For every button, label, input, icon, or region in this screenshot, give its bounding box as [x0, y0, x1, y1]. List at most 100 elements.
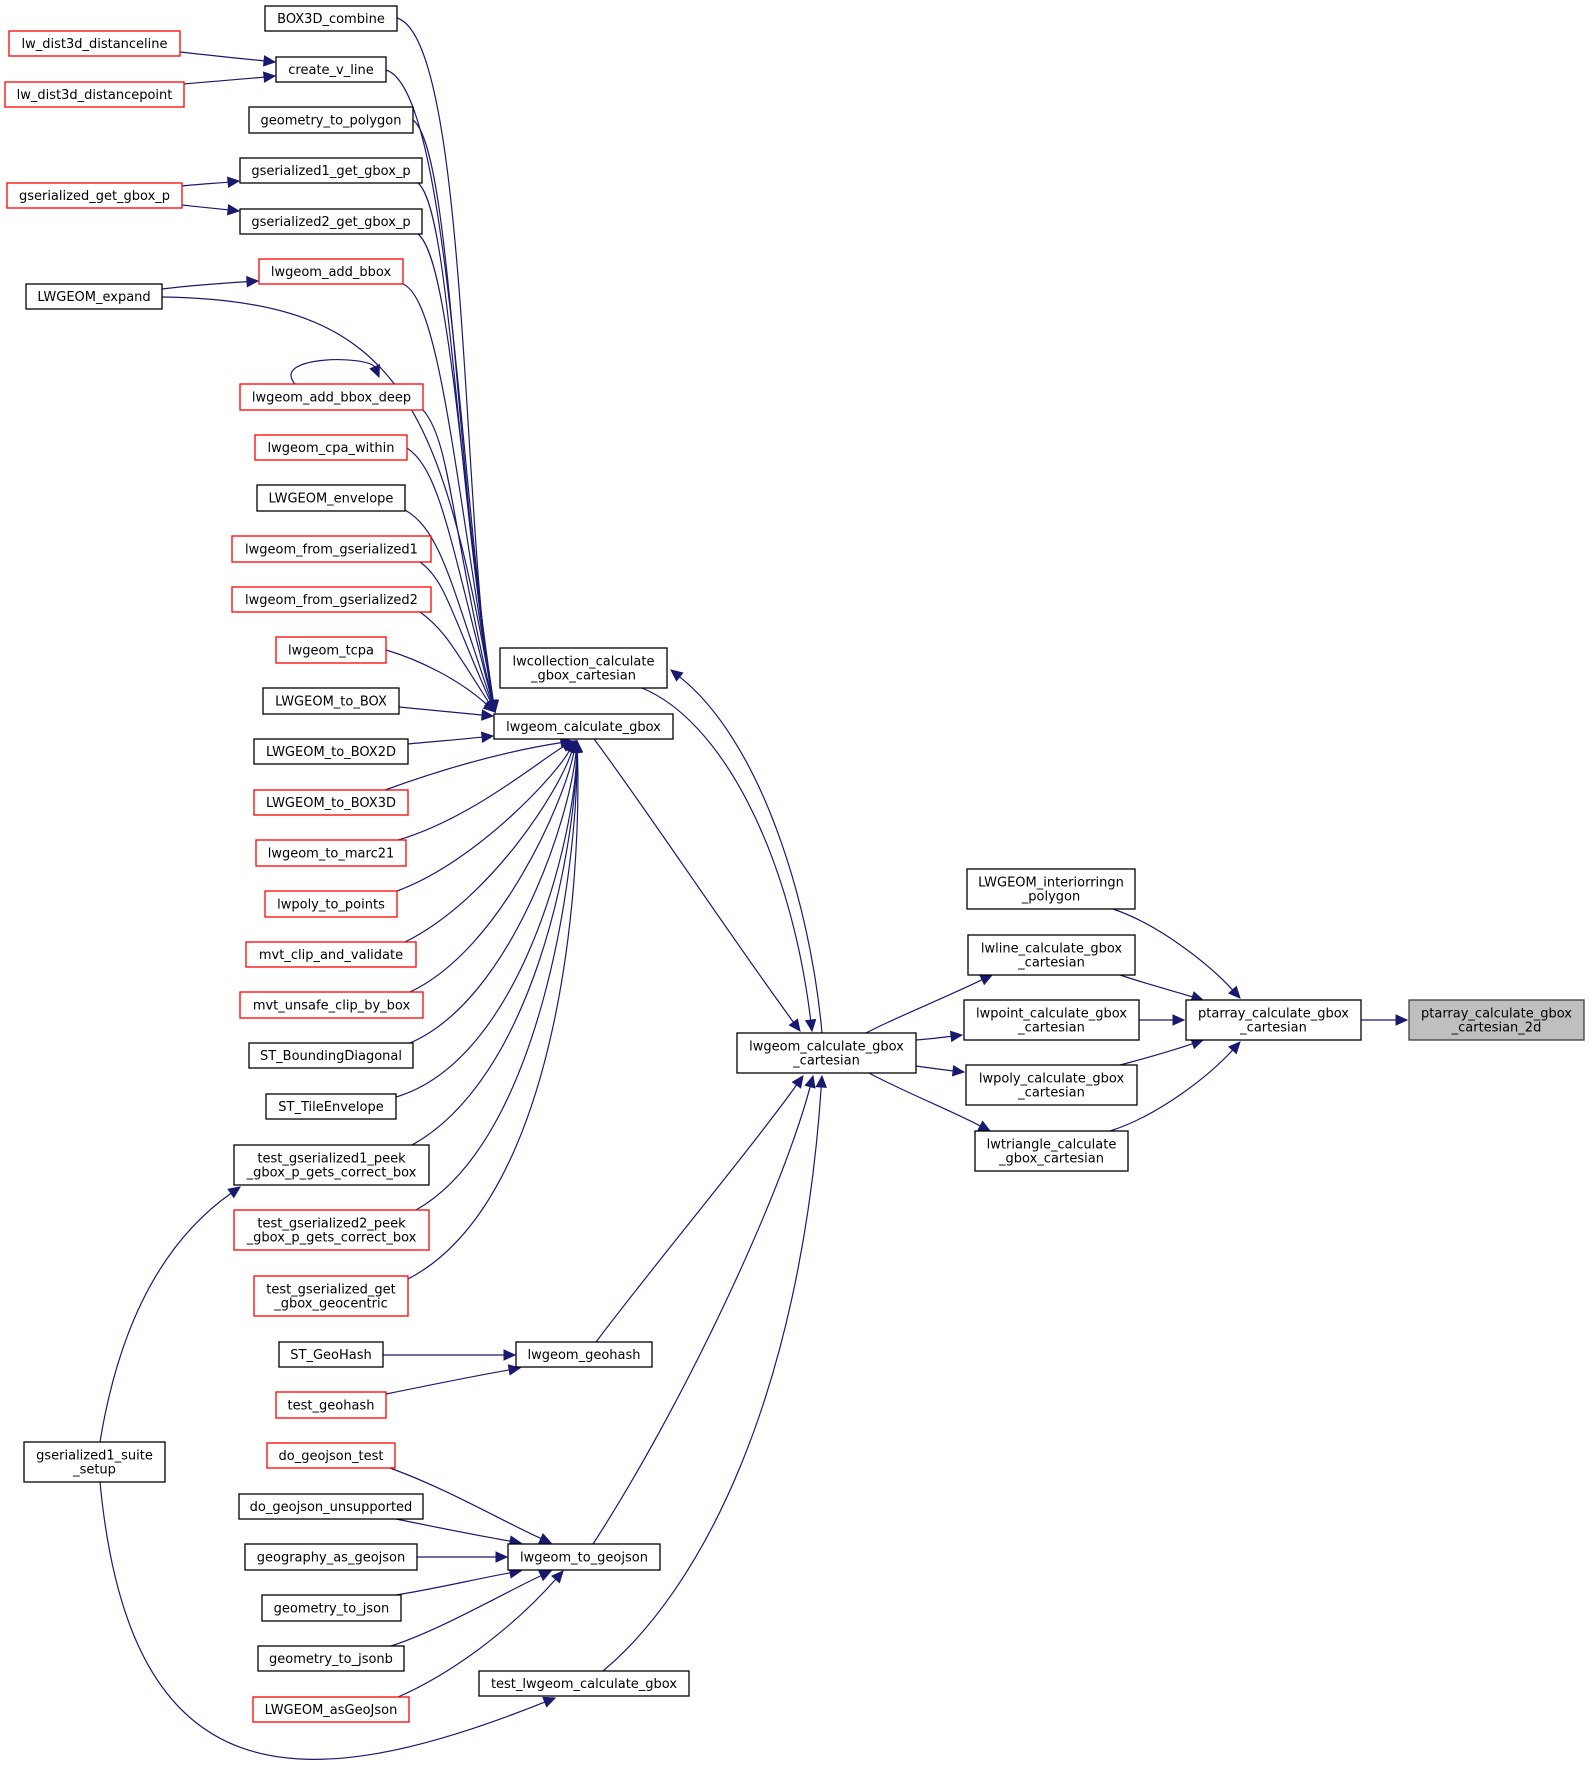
edge-line [161, 281, 249, 290]
node-lwtriangle_calculate_gbox_cartesian[interactable]: lwtriangle_calculate_gbox_cartesian [974, 1130, 1129, 1172]
edge-gserialized1_suite_setup-to-test_lwgeom_calculate_gbox [99, 1481, 557, 1761]
node-lwgeom_tcpa[interactable]: lwgeom_tcpa [275, 636, 387, 664]
node-label: gserialized1_get_gbox_p [251, 164, 410, 179]
edge-gserialized1_suite_setup-to-test_gserialized1_peek_gbox_p_gets_correct_box [99, 1186, 241, 1443]
node-gserialized2_get_gbox_p[interactable]: gserialized2_get_gbox_p [239, 208, 423, 235]
node-lwgeom_calculate_gbox_cartesian[interactable]: lwgeom_calculate_gbox_cartesian [736, 1032, 917, 1074]
node-do_geojson_test[interactable]: do_geojson_test [266, 1442, 396, 1469]
node-do_geojson_unsupported[interactable]: do_geojson_unsupported [238, 1493, 424, 1520]
node-LWGEOM_interiorringn_polygon[interactable]: LWGEOM_interiorringn_polygon [966, 868, 1136, 910]
node-ST_BoundingDiagonal[interactable]: ST_BoundingDiagonal [248, 1042, 414, 1069]
node-geometry_to_json[interactable]: geometry_to_json [261, 1594, 402, 1622]
edge-line [398, 706, 484, 716]
node-lw_dist3d_distancepoint[interactable]: lw_dist3d_distancepoint [4, 81, 185, 108]
edge-line [396, 749, 571, 892]
node-gserialized1_get_gbox_p[interactable]: gserialized1_get_gbox_p [239, 157, 423, 184]
node-geography_as_geojson[interactable]: geography_as_geojson [244, 1543, 418, 1571]
edge-ST_TileEnvelope-to-lwgeom_calculate_gbox [395, 739, 583, 1098]
edge-line [1112, 908, 1234, 992]
node-test_gserialized2_peek_gbox_p_gets_correct_box[interactable]: test_gserialized2_peek_gbox_p_gets_corre… [233, 1209, 430, 1251]
node-create_v_line[interactable]: create_v_line [275, 56, 387, 83]
node-ST_GeoHash[interactable]: ST_GeoHash [278, 1341, 384, 1368]
node-label: LWGEOM_expand [37, 290, 150, 305]
node-geometry_to_polygon[interactable]: geometry_to_polygon [248, 106, 414, 134]
edge-line [593, 738, 795, 1024]
node-lwgeom_add_bbox_deep[interactable]: lwgeom_add_bbox_deep [239, 383, 424, 411]
edge-line [404, 750, 573, 943]
node-box [275, 56, 387, 83]
node-test_lwgeom_calculate_gbox[interactable]: test_lwgeom_calculate_gbox [478, 1670, 690, 1697]
node-box [25, 283, 163, 310]
node-label: gserialized2_get_gbox_p [251, 215, 410, 230]
node-box [8, 30, 181, 57]
arrowhead-icon [538, 1533, 553, 1544]
node-geometry_to_jsonb[interactable]: geometry_to_jsonb [257, 1645, 405, 1672]
node-box [478, 1670, 690, 1697]
node-ptarray_calculate_gbox_cartesian[interactable]: ptarray_calculate_gbox_cartesian [1185, 999, 1362, 1041]
edge-line [99, 1481, 546, 1761]
node-label: LWGEOM_to_BOX3D [266, 796, 396, 811]
node-lwgeom_to_geojson[interactable]: lwgeom_to_geojson [507, 1543, 661, 1571]
node-LWGEOM_expand[interactable]: LWGEOM_expand [25, 283, 163, 310]
edge-line [865, 978, 984, 1034]
node-box [253, 789, 409, 816]
edge-LWGEOM_interiorringn_polygon-to-ptarray_calculate_gbox_cartesian [1112, 908, 1241, 999]
edge-test_geohash-to-lwgeom_geohash [385, 1364, 522, 1395]
node-LWGEOM_to_BOX2D[interactable]: LWGEOM_to_BOX2D [253, 738, 409, 765]
node-lwgeom_cpa_within[interactable]: lwgeom_cpa_within [254, 434, 408, 461]
node-test_geohash[interactable]: test_geohash [275, 1391, 387, 1419]
arrowhead-icon [951, 1065, 966, 1077]
node-test_gserialized1_peek_gbox_p_gets_correct_box[interactable]: test_gserialized1_peek_gbox_p_gets_corre… [233, 1144, 430, 1186]
node-box [967, 934, 1136, 976]
edge-test_gserialized2_peek_gbox_p_gets_correct_box-to-lwgeom_calculate_gbox [415, 739, 583, 1211]
edge-line [395, 1518, 512, 1542]
edge-line [395, 1572, 512, 1596]
node-lwgeom_to_marc21[interactable]: lwgeom_to_marc21 [255, 839, 407, 867]
node-mvt_clip_and_validate[interactable]: mvt_clip_and_validate [245, 941, 417, 968]
edge-line [99, 1192, 233, 1443]
node-lwpoly_calculate_gbox_cartesian[interactable]: lwpoly_calculate_gbox_cartesian [965, 1064, 1138, 1106]
node-lwgeom_calculate_gbox[interactable]: lwgeom_calculate_gbox [493, 713, 674, 740]
node-lwgeom_from_gserialized1[interactable]: lwgeom_from_gserialized1 [231, 535, 432, 563]
node-LWGEOM_to_BOX[interactable]: LWGEOM_to_BOX [262, 687, 400, 715]
node-box [275, 1391, 387, 1419]
node-label: test_geohash [288, 1399, 375, 1414]
node-lwgeom_geohash[interactable]: lwgeom_geohash [515, 1341, 653, 1368]
node-label: do_geojson_unsupported [250, 1500, 413, 1515]
node-box [239, 208, 423, 235]
edge-line [411, 750, 578, 1146]
node-lw_dist3d_distanceline[interactable]: lw_dist3d_distanceline [8, 30, 181, 57]
node-lwline_calculate_gbox_cartesian[interactable]: lwline_calculate_gbox_cartesian [967, 934, 1136, 976]
node-mvt_unsafe_clip_by_box[interactable]: mvt_unsafe_clip_by_box [239, 991, 424, 1019]
node-lwpoly_to_points[interactable]: lwpoly_to_points [264, 890, 398, 918]
edge-line [183, 76, 266, 85]
node-ST_TileEnvelope[interactable]: ST_TileEnvelope [265, 1093, 397, 1120]
node-label: mvt_unsafe_clip_by_box [253, 999, 411, 1014]
edge-lwgeom_to_geojson-to-lwgeom_calculate_gbox_cartesian [592, 1074, 816, 1545]
node-box [253, 1275, 409, 1317]
arrowhead-icon [246, 275, 260, 288]
node-box [507, 1543, 661, 1571]
arrowhead-icon [262, 71, 277, 83]
edge-line [592, 1085, 812, 1545]
node-LWGEOM_asGeoJson[interactable]: LWGEOM_asGeoJson [252, 1696, 410, 1723]
node-BOX3D_combine[interactable]: BOX3D_combine [264, 5, 398, 32]
edge-LWGEOM_expand-to-lwgeom_add_bbox [161, 275, 260, 290]
node-box [257, 1645, 405, 1672]
node-label: _gbox_cartesian [998, 1152, 1104, 1167]
node-lwgeom_add_bbox[interactable]: lwgeom_add_bbox [258, 258, 404, 285]
node-test_gserialized_get_gbox_geocentric[interactable]: test_gserialized_get_gbox_geocentric [253, 1275, 409, 1317]
arrowhead-icon [482, 699, 496, 713]
node-gserialized_get_gbox_p[interactable]: gserialized_get_gbox_p [6, 182, 183, 209]
node-label: BOX3D_combine [277, 12, 385, 27]
edge-lwgeom_add_bbox_deep-to-lwgeom_calculate_gbox [422, 409, 498, 714]
node-LWGEOM_to_BOX3D[interactable]: LWGEOM_to_BOX3D [253, 789, 409, 816]
node-lwcollection_calculate_gbox_cartesian[interactable]: lwcollection_calculate_gbox_cartesian [499, 647, 668, 689]
node-lwpoint_calculate_gbox_cartesian[interactable]: lwpoint_calculate_gbox_cartesian [963, 999, 1140, 1041]
arrowhead-icon [503, 1349, 517, 1361]
edge-line [394, 745, 565, 842]
edge-lwgeom_to_marc21-to-lwgeom_calculate_gbox [394, 740, 575, 842]
node-gserialized1_suite_setup[interactable]: gserialized1_suite_setup [23, 1441, 166, 1483]
node-LWGEOM_envelope[interactable]: LWGEOM_envelope [256, 484, 406, 512]
node-lwgeom_from_gserialized2[interactable]: lwgeom_from_gserialized2 [231, 586, 432, 613]
